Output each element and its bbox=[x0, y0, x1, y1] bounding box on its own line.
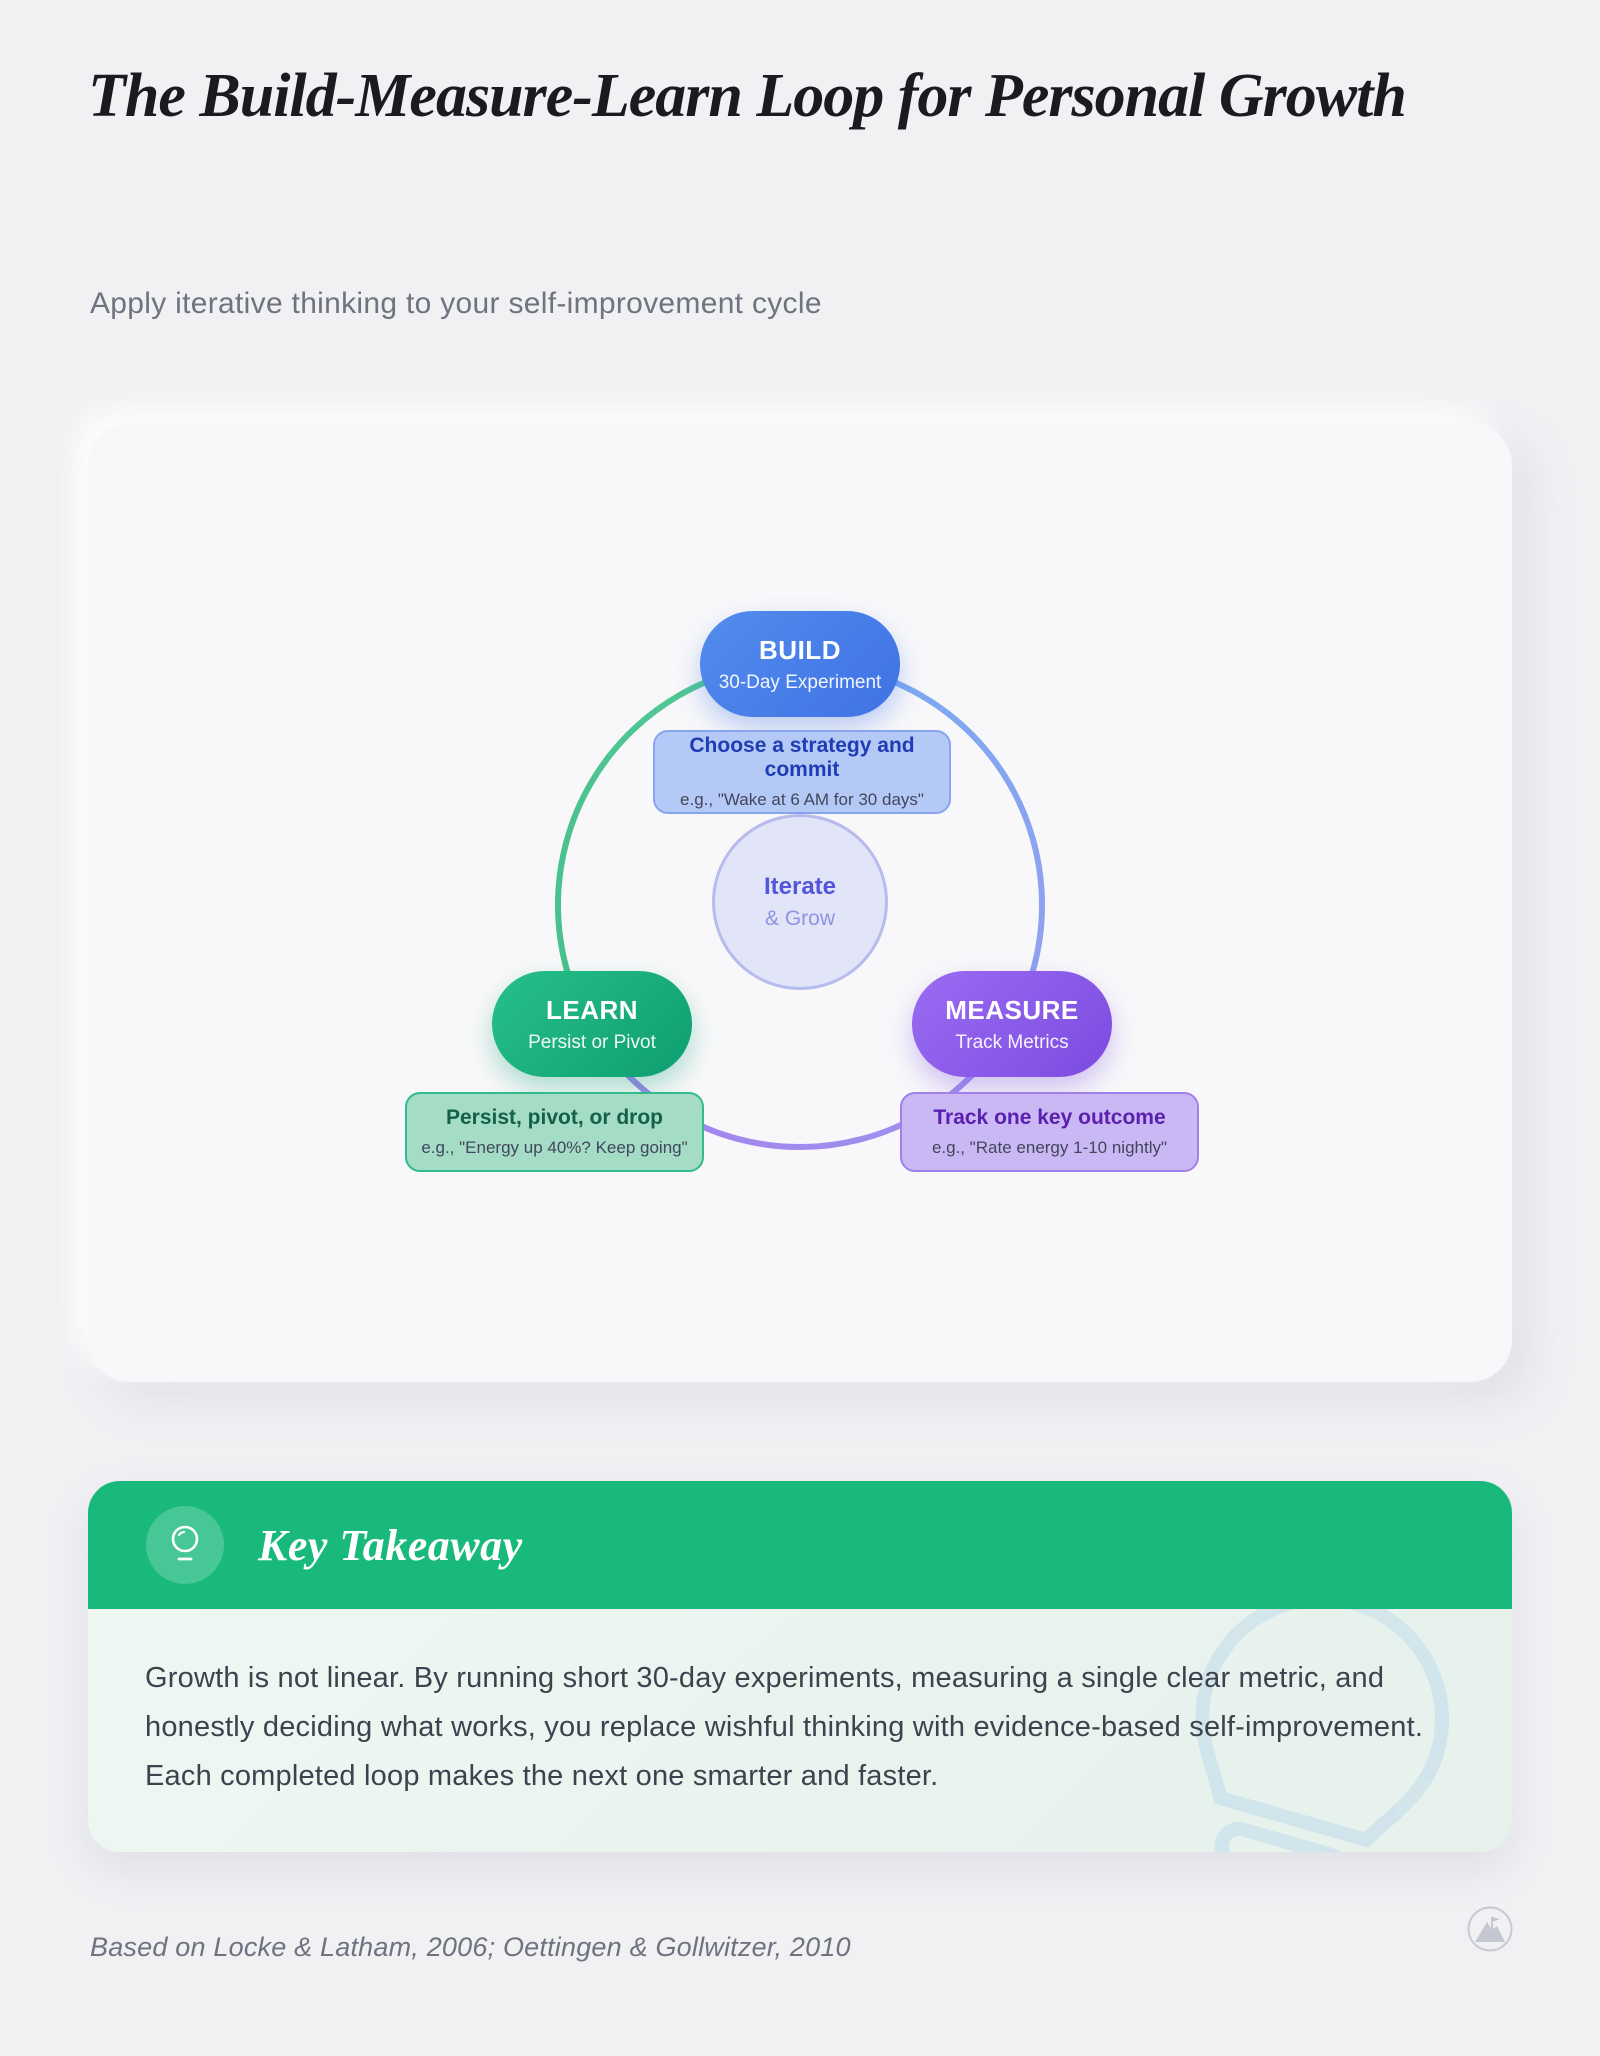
callout-build-example: e.g., "Wake at 6 AM for 30 days" bbox=[680, 790, 924, 809]
node-measure-sublabel: Track Metrics bbox=[955, 1031, 1069, 1053]
callout-measure: Track one key outcome e.g., "Rate energy… bbox=[900, 1092, 1199, 1172]
key-takeaway-header: Key Takeaway bbox=[88, 1481, 1512, 1609]
key-takeaway-card: Key Takeaway Growth is not linear. By ru… bbox=[88, 1481, 1512, 1852]
lightbulb-badge bbox=[146, 1506, 224, 1584]
lightbulb-watermark-icon bbox=[1195, 1609, 1449, 1852]
node-measure: MEASURE Track Metrics bbox=[912, 971, 1112, 1077]
callout-learn-example: e.g., "Energy up 40%? Keep going" bbox=[421, 1138, 688, 1157]
node-learn-sublabel: Persist or Pivot bbox=[528, 1031, 656, 1053]
callout-learn: Persist, pivot, or drop e.g., "Energy up… bbox=[405, 1092, 704, 1172]
key-takeaway-body: Growth is not linear. By running short 3… bbox=[88, 1609, 1512, 1852]
node-learn: LEARN Persist or Pivot bbox=[492, 971, 692, 1077]
callout-build-title: Choose a strategy and commit bbox=[689, 734, 915, 781]
callout-learn-title: Persist, pivot, or drop bbox=[445, 1106, 664, 1129]
key-takeaway-heading: Key Takeaway bbox=[258, 1520, 523, 1570]
diagram-card: Iterate & Grow BUILD 30-Day Experiment C… bbox=[88, 423, 1512, 1382]
key-takeaway-text: Growth is not linear. By running short 3… bbox=[145, 1662, 1424, 1792]
callout-build: Choose a strategy and commit e.g., "Wake… bbox=[653, 730, 951, 814]
node-build-sublabel: 30-Day Experiment bbox=[718, 671, 882, 693]
node-build: BUILD 30-Day Experiment bbox=[700, 611, 900, 717]
mountain-flag-logo-icon bbox=[1467, 1906, 1513, 1952]
center-node-subtitle: & Grow bbox=[764, 907, 835, 930]
node-learn-label: LEARN bbox=[545, 994, 639, 1025]
center-node-iterate: Iterate & Grow bbox=[712, 814, 888, 990]
callout-measure-example: e.g., "Rate energy 1-10 nightly" bbox=[931, 1138, 1168, 1157]
node-build-label: BUILD bbox=[759, 634, 841, 665]
page-title: The Build-Measure-Learn Loop for Persona… bbox=[88, 62, 1407, 130]
callout-measure-title: Track one key outcome bbox=[933, 1106, 1166, 1129]
lightbulb-icon bbox=[171, 1525, 199, 1561]
page-subtitle: Apply iterative thinking to your self-im… bbox=[90, 287, 822, 320]
ring-arc-measure-to-learn bbox=[587, 1023, 1013, 1151]
footer-citation: Based on Locke & Latham, 2006; Oettingen… bbox=[90, 1932, 851, 1962]
center-node-title: Iterate bbox=[763, 873, 837, 900]
node-measure-label: MEASURE bbox=[945, 994, 1079, 1025]
